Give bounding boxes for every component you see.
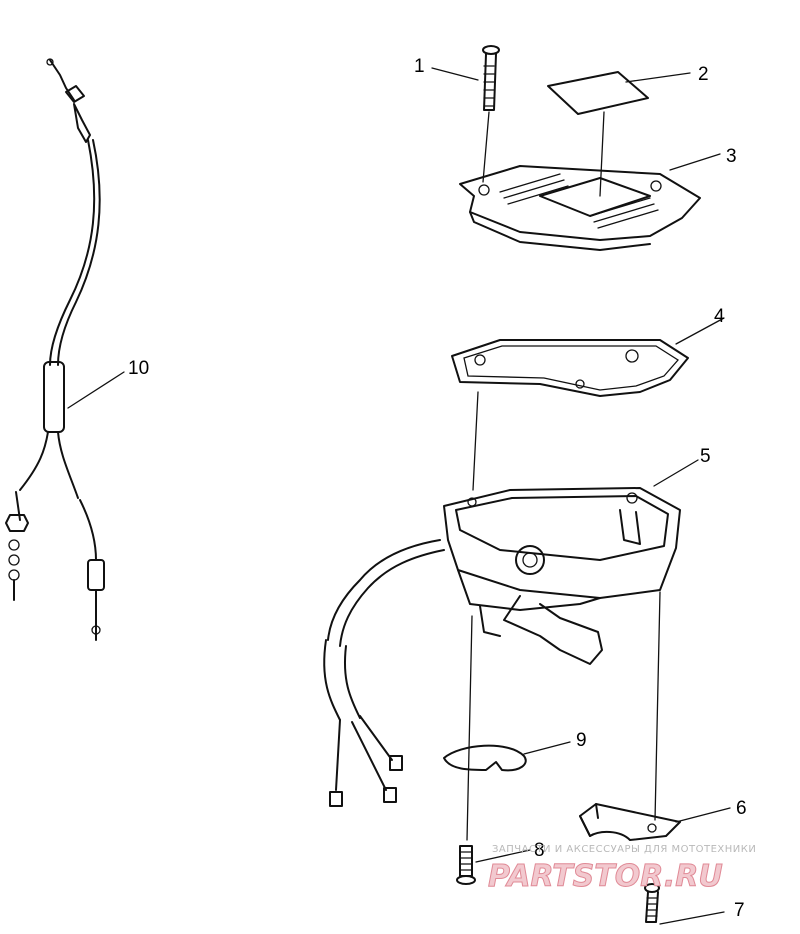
throttle-cable-part (5, 58, 125, 641)
callout-3: 3 (726, 146, 737, 167)
callout-labels: 1 2 3 4 5 6 7 8 9 10 (128, 56, 747, 921)
decal-part (547, 71, 691, 197)
watermark: ЗАПЧАСТИ И АКСЕССУАРЫ ДЛЯ МОТОТЕХНИКИ PA… (488, 844, 756, 895)
callout-10: 10 (128, 358, 149, 379)
cover-plate-part (459, 153, 721, 251)
watermark-tagline: ЗАПЧАСТИ И АКСЕССУАРЫ ДЛЯ МОТОТЕХНИКИ (492, 844, 756, 855)
clamp-part (579, 803, 731, 841)
gasket-part (451, 317, 725, 491)
callout-7: 7 (734, 900, 745, 921)
screw-right-part (644, 883, 725, 925)
watermark-brand: PARTSTOR.RU (488, 859, 723, 894)
callout-4: 4 (714, 306, 725, 327)
screw-top-part (431, 45, 500, 183)
callout-9: 9 (576, 730, 587, 751)
screw-left-part (456, 845, 531, 885)
throttle-housing-part (323, 459, 699, 841)
callout-8: 8 (534, 840, 545, 861)
spring-clip-part (443, 741, 571, 772)
callout-2: 2 (698, 64, 709, 85)
callout-6: 6 (736, 798, 747, 819)
callout-5: 5 (700, 446, 711, 467)
callout-1: 1 (414, 56, 425, 77)
